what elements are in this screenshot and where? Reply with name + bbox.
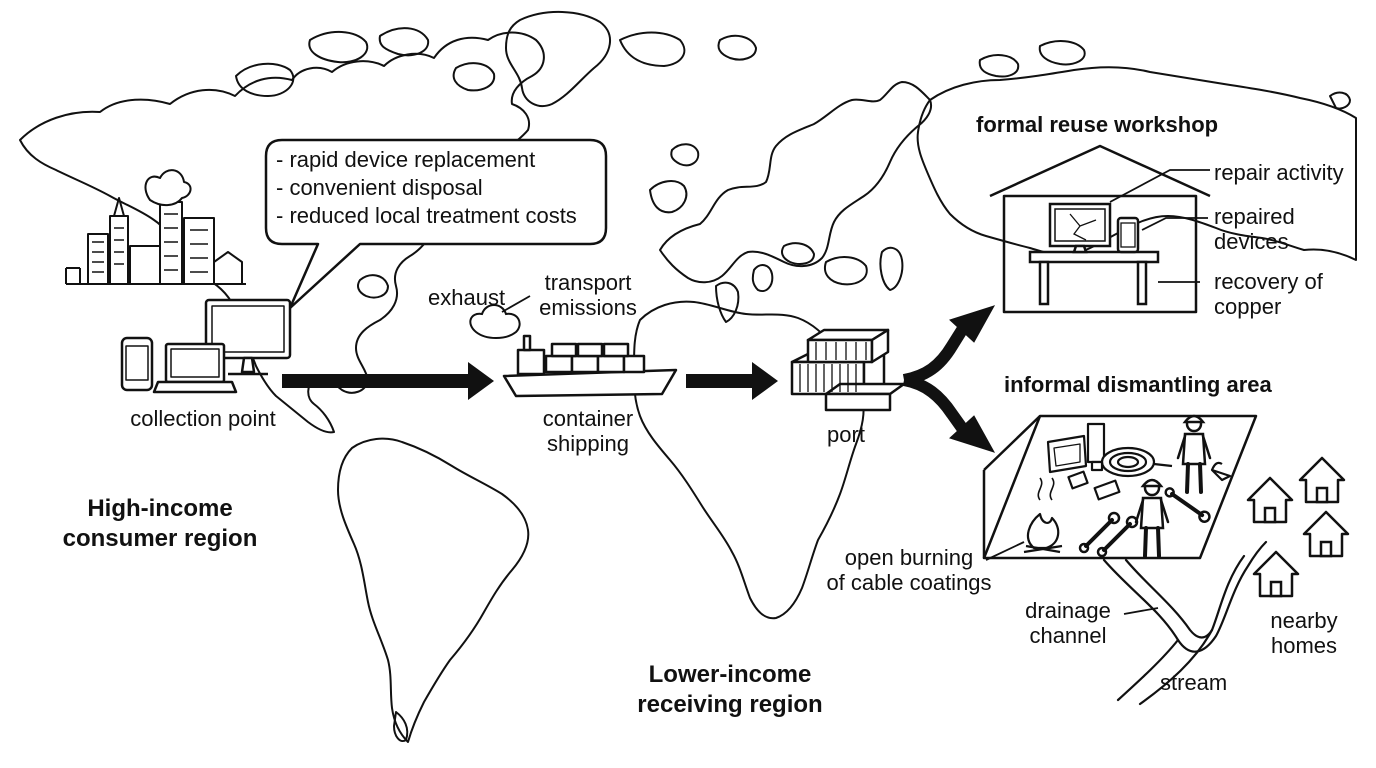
open-burning-line: open burning — [844, 545, 974, 570]
arrow-port-branch — [902, 326, 968, 386]
recovery-copper-line: copper — [1214, 294, 1282, 319]
arrow-to-workshop-head — [949, 305, 996, 343]
region-label-line: consumer region — [62, 525, 258, 552]
container-shipping-label: container shipping — [530, 406, 646, 456]
nearby-homes-label: nearby homes — [1264, 608, 1344, 658]
dismantling-title: informal dismantling area — [1004, 372, 1272, 397]
stream-label: stream — [1160, 670, 1228, 695]
worker-figure-1 — [1176, 414, 1212, 494]
house-icon-3 — [1302, 510, 1350, 558]
recovery-copper-label: recovery of copper — [1214, 269, 1323, 319]
drainage-stream — [1102, 540, 1268, 706]
drainage-channel-line: channel — [1029, 623, 1107, 648]
africa-outline — [633, 300, 865, 620]
flow-arrows — [282, 305, 996, 453]
worker-figure-2 — [1134, 478, 1170, 558]
container-shipping-line: shipping — [547, 431, 629, 456]
dismantling-items — [1023, 422, 1232, 554]
collection-point-label: collection point — [130, 406, 276, 431]
house-icon-1 — [1298, 456, 1346, 504]
drainage-channel-label: drainage channel — [1016, 598, 1120, 648]
nearby-homes-line: homes — [1270, 633, 1338, 658]
workshop-title: formal reuse workshop — [976, 112, 1219, 137]
transport-emissions-line: transport — [544, 270, 632, 295]
workshop-building — [989, 144, 1211, 314]
repair-activity-label: repair activity — [1214, 160, 1344, 185]
port-label: port — [827, 422, 865, 447]
house-icon-2 — [1246, 476, 1294, 524]
drainage-channel-line: drainage — [1025, 598, 1111, 623]
transport-emissions-line: emissions — [539, 295, 637, 320]
region-label-line: High-income — [87, 495, 233, 522]
callout-line: - convenient disposal — [276, 175, 483, 200]
arrow-ship-to-port — [686, 362, 778, 400]
port-containers-icon — [790, 328, 906, 412]
asia-outline — [916, 66, 1357, 261]
open-burning-label: open burning of cable coatings — [816, 545, 1002, 595]
south-america-outline — [337, 437, 530, 743]
dismantling-area-frame — [982, 414, 1258, 560]
house-icon-4 — [1252, 550, 1300, 598]
europe-outline — [659, 81, 932, 284]
repaired-devices-line: devices — [1214, 229, 1289, 254]
workshop-desk-icon — [1028, 202, 1160, 306]
leader-lines-emissions — [501, 295, 531, 313]
nearby-homes-line: nearby — [1270, 608, 1338, 633]
high-income-region-label: High-income consumer region — [40, 494, 280, 554]
region-label-line: receiving region — [637, 691, 823, 718]
city-skyline-icon — [65, 169, 246, 285]
repaired-devices-line: repaired — [1214, 204, 1295, 229]
leader-lines-workshop — [1109, 169, 1210, 283]
region-label-line: Lower-income — [648, 661, 812, 688]
exhaust-label: exhaust — [428, 285, 506, 310]
transport-emissions-label: transport emissions — [528, 270, 648, 320]
callout-text: - rapid device replacement - convenient … — [276, 146, 577, 230]
recovery-copper-line: recovery of — [1214, 269, 1323, 294]
lower-income-region-label: Lower-income receiving region — [610, 660, 850, 720]
city-window-grid — [92, 213, 208, 273]
open-burning-line: of cable coatings — [826, 570, 992, 595]
exhaust-smoke-icon — [469, 304, 521, 339]
arrow-collection-to-ship — [282, 362, 494, 400]
wrench-icon-1 — [1078, 511, 1121, 554]
collection-devices-icon — [120, 298, 292, 394]
container-shipping-line: container — [542, 406, 634, 431]
arrow-to-dismantling-head — [949, 415, 996, 453]
container-ship-icon — [502, 334, 678, 398]
callout-line: - reduced local treatment costs — [276, 203, 577, 228]
repaired-devices-label: repaired devices — [1214, 204, 1295, 254]
callout-bubble — [264, 138, 608, 310]
container-ribbing — [799, 342, 867, 392]
callout-line: - rapid device replacement — [276, 147, 536, 172]
